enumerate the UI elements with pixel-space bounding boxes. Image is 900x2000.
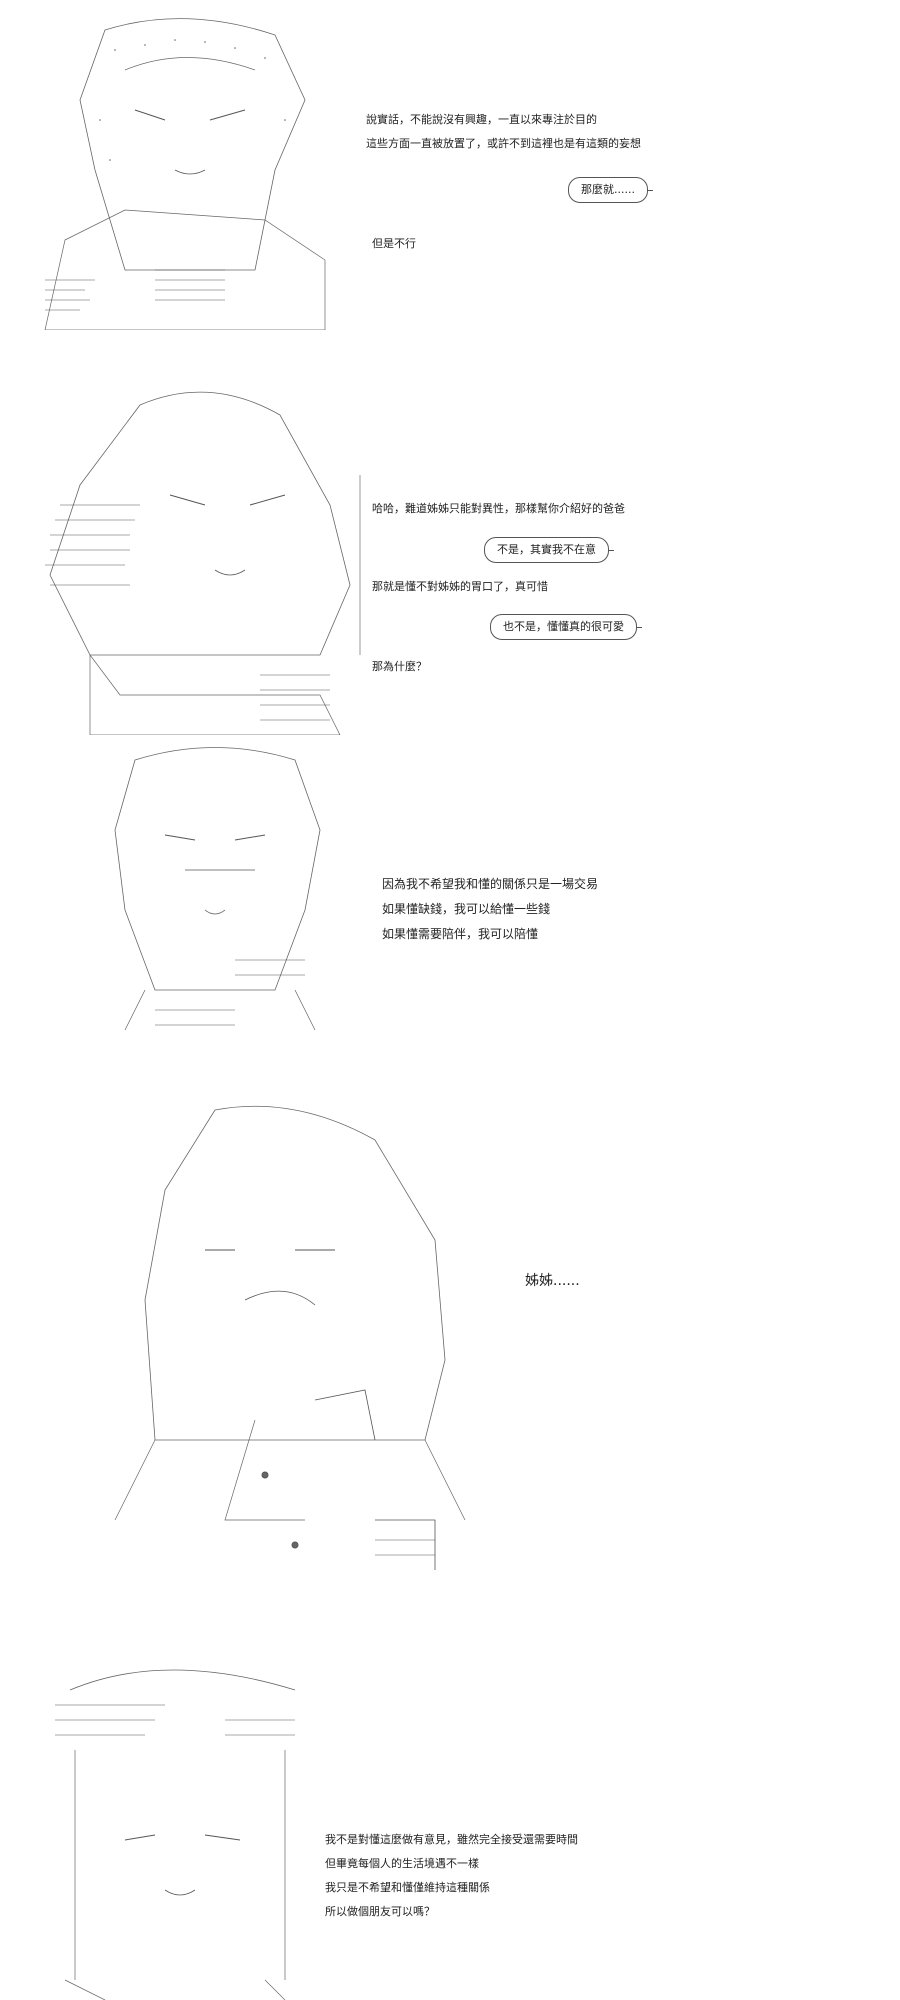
dialogue-line: 那為什麼？	[372, 660, 427, 673]
ascii-art-character-5	[45, 1650, 305, 2000]
speech-bubble: 不是，其實我不在意	[484, 537, 614, 563]
dialogue-line: 姊姊......	[525, 1273, 580, 1289]
panel-1: 說實話，不能說沒有興趣，一直以來專注於目的 這些方面一直被放置了，或許不到這裡也…	[0, 0, 900, 330]
dialogue-line: 但是不行	[372, 237, 416, 250]
dialogue-line: 如果懂缺錢，我可以給懂一些錢	[382, 902, 551, 916]
dialogue-line: 如果懂需要陪伴，我可以陪懂	[382, 927, 539, 941]
speech-bubble: 那麼就......	[568, 177, 653, 203]
dialogue-line: 所以做個朋友可以嗎？	[325, 1905, 435, 1918]
panel-2: 哈哈，難道姊姊只能對異性，那樣幫你介紹好的爸爸 不是，其實我不在意 那就是懂不對…	[0, 375, 900, 735]
dialogue-line: 那就是懂不對姊姊的胃口了，真可惜	[372, 580, 548, 593]
panel-5: 我不是對懂這麼做有意見，雖然完全接受還需要時間 但畢竟每個人的生活境遇不一樣 我…	[0, 1650, 900, 2000]
panel-3: 因為我不希望我和懂的關係只是一場交易 如果懂缺錢，我可以給懂一些錢 如果懂需要陪…	[0, 740, 900, 1040]
ascii-art-character-1	[25, 10, 345, 330]
dialogue-line: 因為我不希望我和懂的關係只是一場交易	[382, 877, 599, 891]
dialogue-line: 我只是不希望和懂僅維持這種關係	[325, 1881, 490, 1894]
speech-bubble: 也不是，懂懂真的很可愛	[490, 614, 642, 640]
panel-4: 姊姊......	[0, 1100, 900, 1570]
ascii-art-character-4	[45, 1100, 485, 1570]
dialogue-line: 我不是對懂這麼做有意見，雖然完全接受還需要時間	[325, 1833, 578, 1846]
ascii-art-character-2	[30, 375, 370, 735]
dialogue-line: 哈哈，難道姊姊只能對異性，那樣幫你介紹好的爸爸	[372, 502, 625, 515]
dialogue-line: 這些方面一直被放置了，或許不到這裡也是有這類的妄想	[366, 137, 641, 150]
ascii-art-character-3	[95, 740, 345, 1040]
dialogue-line: 說實話，不能說沒有興趣，一直以來專注於目的	[366, 113, 597, 126]
dialogue-line: 但畢竟每個人的生活境遇不一樣	[325, 1857, 479, 1870]
